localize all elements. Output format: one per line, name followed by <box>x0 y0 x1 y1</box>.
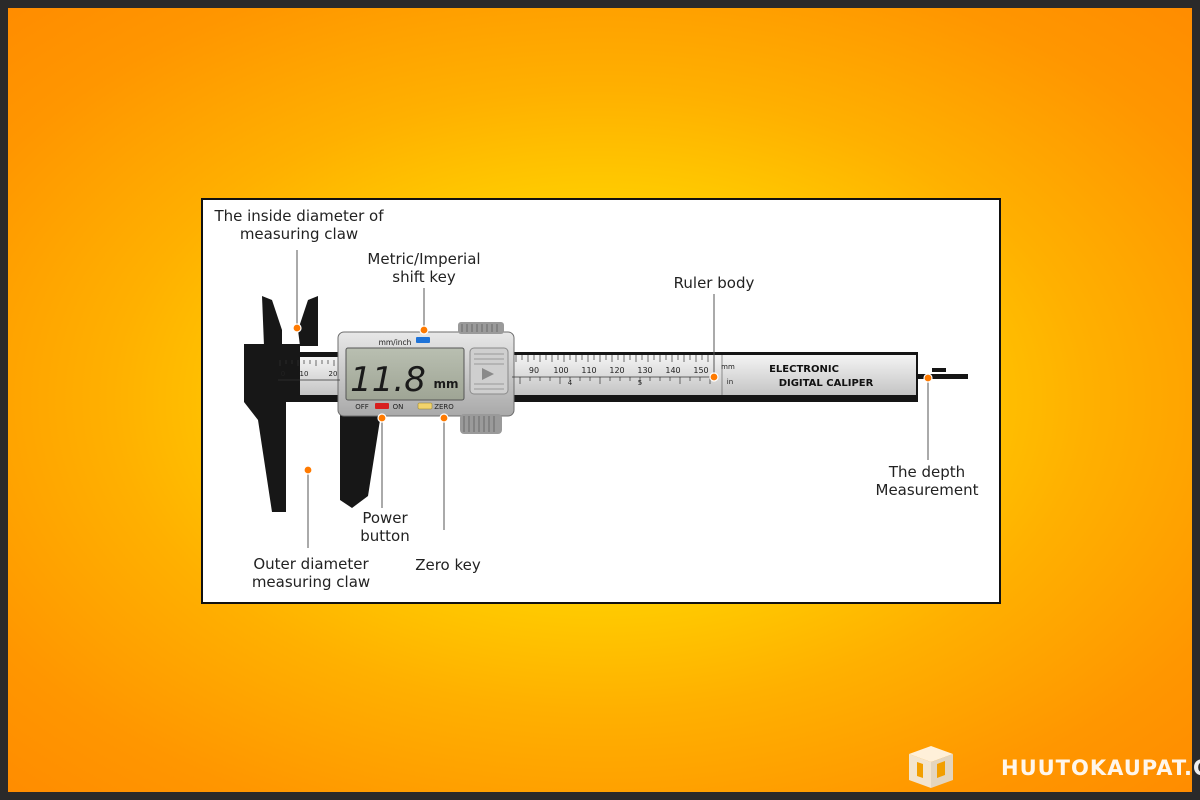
brand-line-2: DIGITAL CALIPER <box>779 378 874 389</box>
scale-mm-label: mm <box>721 363 735 371</box>
scale-number: 130 <box>637 366 652 375</box>
zero-label: ZERO <box>434 403 454 411</box>
scale-number: 20 <box>329 370 338 378</box>
watermark-logo <box>909 746 953 788</box>
on-label: ON <box>393 403 404 411</box>
label-depth: The depth Measurement <box>875 463 979 499</box>
ruler-ticks <box>278 355 716 384</box>
marker-power <box>377 413 387 423</box>
inside-claw-left <box>262 296 282 346</box>
marker-depth <box>923 373 933 383</box>
label-power: Power button <box>360 509 410 545</box>
lcd-value: 11.8 <box>350 360 426 400</box>
label-inside-claw: The inside diameter of measuring claw <box>214 207 384 243</box>
scale-in-label: in <box>727 378 733 386</box>
depth-rod-tip <box>932 368 946 372</box>
scale-number: 140 <box>665 366 680 375</box>
marker-shift <box>419 325 429 335</box>
label-outer-claw: Outer diameter measuring claw <box>251 555 371 591</box>
scale-number: 100 <box>553 366 568 375</box>
inside-claw-right <box>298 296 318 346</box>
inch-number: 5 <box>638 379 642 387</box>
marker-ruler <box>709 372 719 382</box>
label-ruler-body: Ruler body <box>673 274 755 292</box>
fixed-jaw <box>244 344 300 512</box>
inch-number: 4 <box>568 379 573 387</box>
thumb-wheel-bottom <box>460 414 502 434</box>
arrow-icon <box>482 368 494 380</box>
grip-panel <box>469 347 509 395</box>
label-shift-key: Metric/Imperial shift key <box>367 250 481 286</box>
scale-number: 10 <box>300 370 309 378</box>
marker-inside-claw <box>292 323 302 333</box>
scale-number: 150 <box>693 366 708 375</box>
lcd-screen <box>345 347 465 401</box>
depth-rod <box>916 374 968 379</box>
cube-icon <box>909 746 953 788</box>
watermark-text: HUUTOKAUPAT.COM <box>1001 756 1200 780</box>
scale-number: 110 <box>581 366 596 375</box>
label-zero-key: Zero key <box>415 556 481 574</box>
zero-button[interactable] <box>417 402 433 410</box>
marker-zero <box>439 413 449 423</box>
scale-number: 0 <box>281 370 285 378</box>
power-button[interactable] <box>375 403 389 409</box>
scale-number: 90 <box>529 366 539 375</box>
unit-toggle-label: mm/inch <box>379 338 412 347</box>
lcd-unit: mm <box>433 377 458 391</box>
scale-number: 120 <box>609 366 624 375</box>
shift-button[interactable] <box>416 337 430 343</box>
brand-line-1: ELECTRONIC <box>769 364 839 375</box>
off-label: OFF <box>355 403 369 411</box>
sliding-jaw <box>340 410 386 508</box>
marker-outer-claw <box>303 465 313 475</box>
